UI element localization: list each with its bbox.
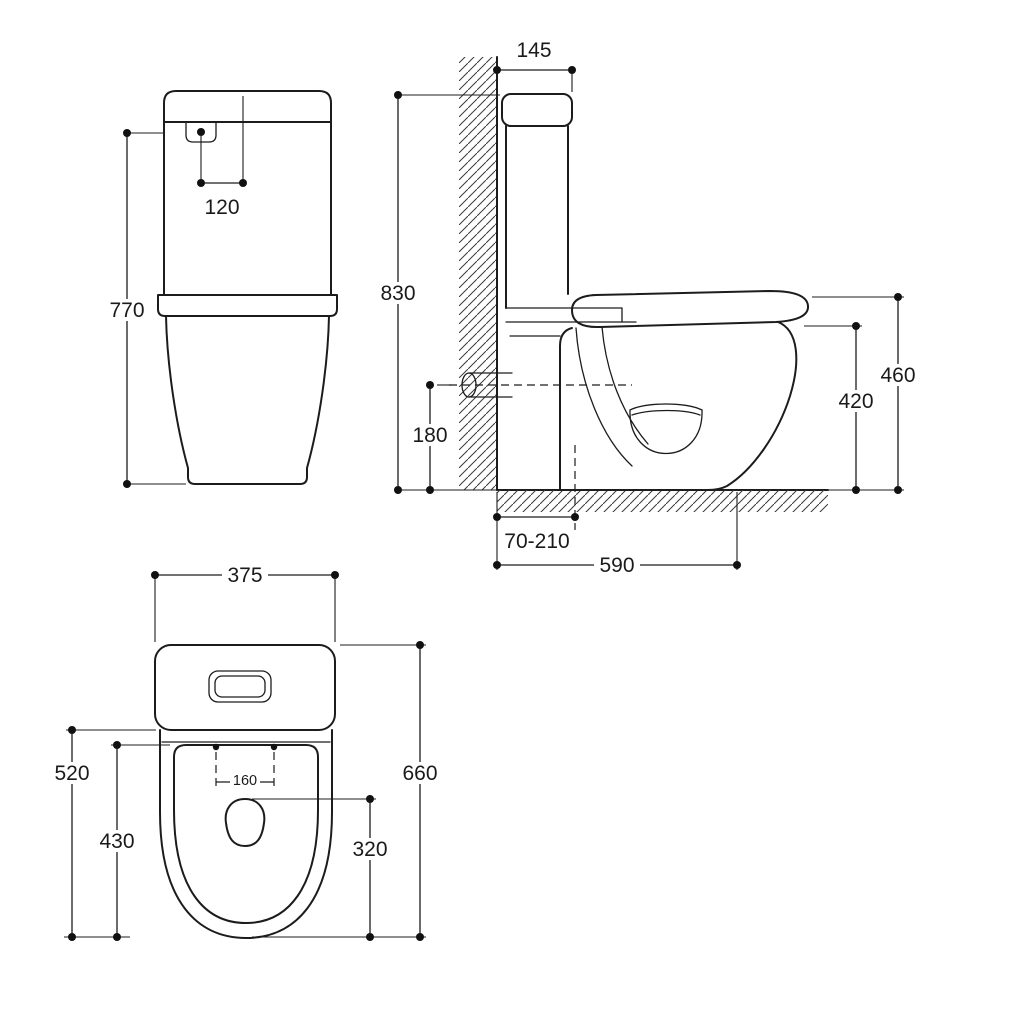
inlet-pipe — [449, 372, 632, 398]
seat-outer-outline — [159, 729, 333, 939]
side-view: 145 830 460 420 — [375, 39, 921, 577]
flush-button-dot — [197, 128, 205, 136]
water-surface-top-line — [631, 409, 701, 416]
dimension-width: 375 — [151, 564, 339, 642]
dim-label-cistern-depth: 145 — [516, 39, 551, 62]
dim-label-front-height: 770 — [109, 299, 144, 322]
dimension-setout-range: 70-210 — [493, 445, 579, 570]
dim-label-setout-range: 70-210 — [504, 530, 569, 553]
dim-label-seat-height: 460 — [880, 364, 915, 387]
flush-button-plan-outer — [208, 670, 272, 703]
pedestal-front-outline — [165, 315, 330, 485]
dimension-inlet-height: 180 — [407, 381, 453, 494]
dim-label-projection: 590 — [599, 554, 634, 577]
front-view: 120 770 — [104, 90, 338, 488]
dimension-front-height: 770 — [104, 129, 186, 488]
seat-hinge-right — [270, 743, 278, 751]
dimension-total-depth: 660 — [252, 641, 443, 941]
wall-hatching — [459, 57, 497, 490]
dimension-projection: 590 — [493, 492, 741, 577]
dimension-seat-height: 460 — [812, 293, 921, 494]
trap-curve-outer — [575, 327, 633, 467]
dim-label-inlet-height: 180 — [412, 424, 447, 447]
floor-hatching — [497, 490, 828, 512]
dim-label-seat-depth: 430 — [99, 830, 134, 853]
seat-side-profile — [571, 290, 809, 329]
dimension-rim-height: 420 — [804, 322, 879, 494]
dimension-opening-depth: 320 — [252, 795, 393, 941]
dim-label-opening-depth: 320 — [352, 838, 387, 861]
dim-label-button-width: 160 — [233, 773, 257, 789]
seat-hinge-left — [212, 743, 220, 751]
dim-label-button-offset: 120 — [204, 196, 239, 219]
seat-hinge-steps — [505, 307, 637, 337]
dimension-cistern-depth: 145 — [493, 39, 576, 92]
seat-inner-ring — [173, 744, 319, 924]
plan-view: 375 160 660 — [49, 564, 443, 941]
dimension-button-width: 160 — [216, 771, 274, 789]
cistern-plan-outline — [154, 644, 336, 731]
bowl-opening-outline — [224, 798, 266, 847]
cistern-side-body — [505, 125, 569, 309]
dimension-button-offset: 120 — [197, 179, 247, 219]
dim-label-total-depth: 660 — [402, 762, 437, 785]
dimension-bowl-depth: 520 — [49, 726, 156, 941]
cistern-lid-side — [501, 93, 573, 127]
flush-button-plan-inner — [214, 675, 266, 698]
dim-label-bowl-depth: 520 — [54, 762, 89, 785]
dimension-seat-depth: 430 — [94, 741, 170, 941]
bowl-side-outline — [559, 321, 798, 491]
dim-label-rim-height: 420 — [838, 390, 873, 413]
bowl-flange-front — [157, 294, 338, 317]
trap-curve-inner — [601, 326, 649, 445]
cistern-front-outline — [163, 90, 332, 296]
dim-label-total-height: 830 — [380, 282, 415, 305]
water-surface-hatched — [629, 403, 703, 455]
dim-label-width: 375 — [227, 564, 262, 587]
dimension-total-height: 830 — [375, 91, 500, 494]
